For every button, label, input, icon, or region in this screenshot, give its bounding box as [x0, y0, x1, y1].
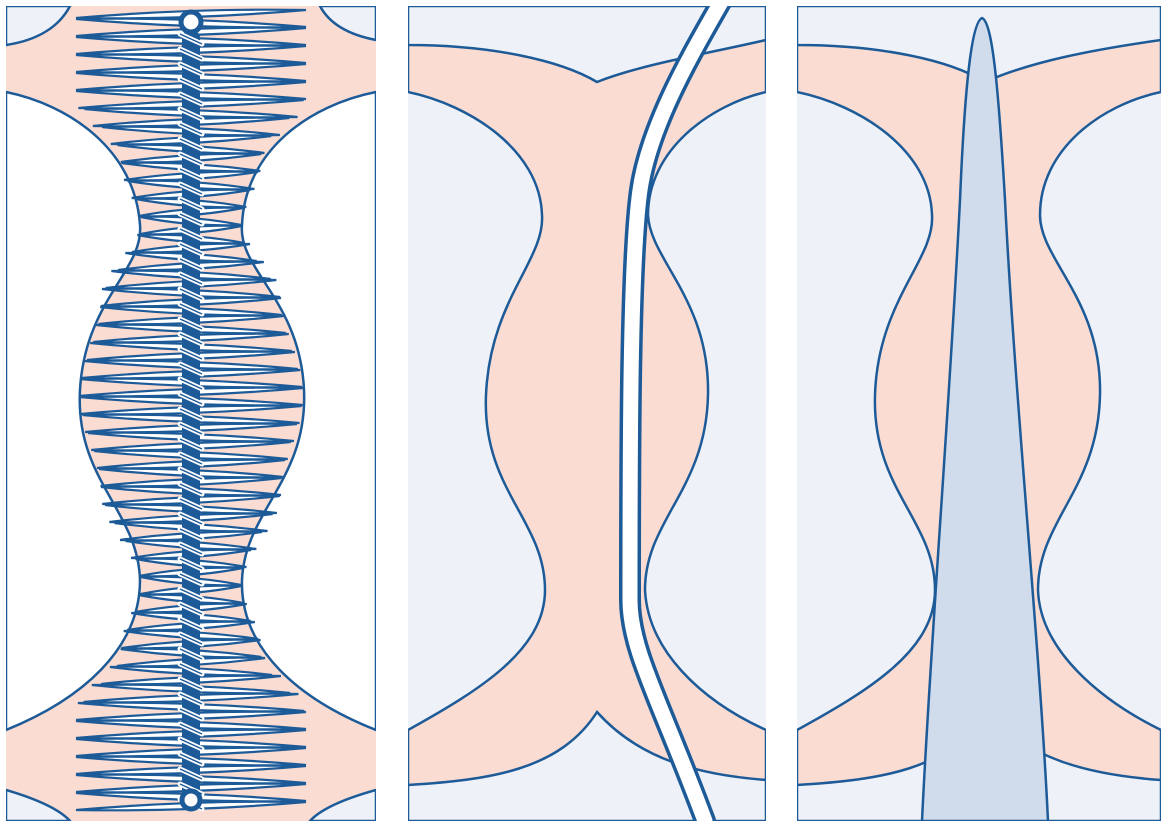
gutter-1	[376, 0, 408, 821]
panel-2	[408, 0, 766, 821]
panel-1	[6, 6, 376, 821]
left-margin	[0, 0, 6, 821]
panel-3	[797, 6, 1161, 821]
gutter-2	[766, 0, 797, 821]
brush-top-loop	[181, 12, 201, 32]
twisted-wire-brush-icon	[180, 12, 202, 809]
brush-bottom-tip	[182, 791, 200, 809]
top-margin	[0, 0, 1161, 6]
